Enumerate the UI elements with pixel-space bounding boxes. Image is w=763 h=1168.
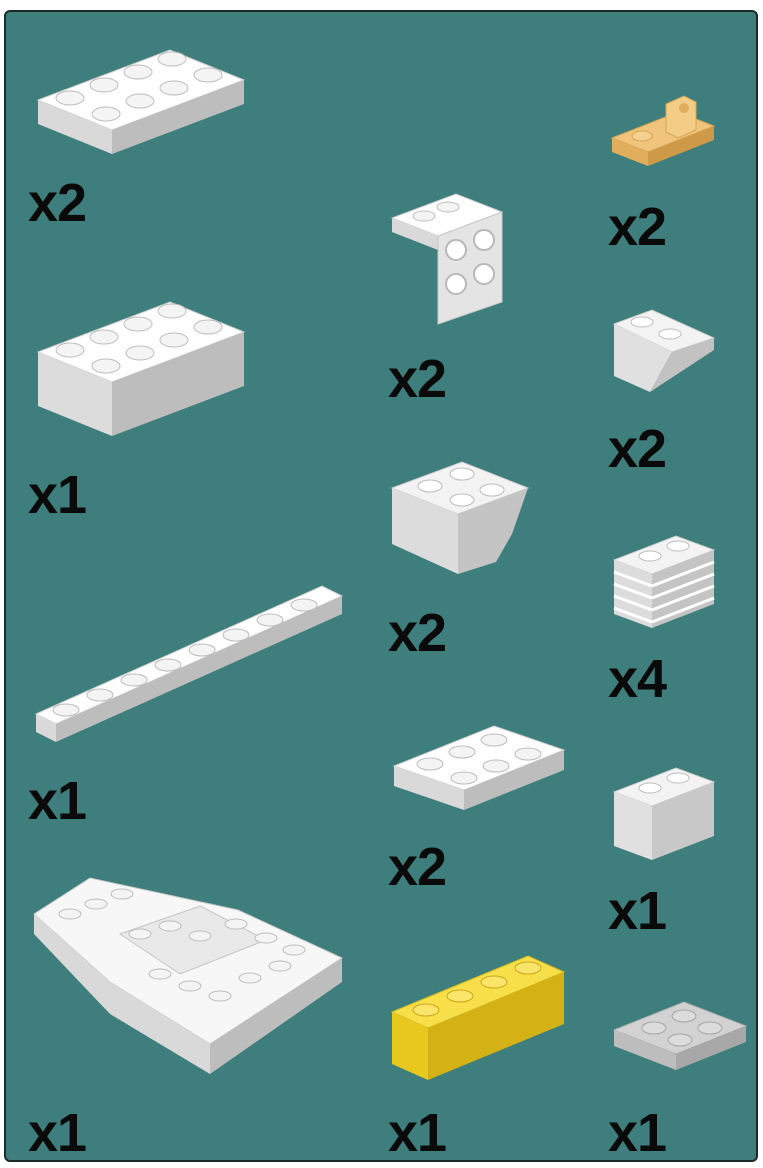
grille-brick-quantity: x4 — [608, 652, 666, 706]
brick-2x4-icon — [32, 284, 252, 444]
hinge-plate-quantity: x2 — [608, 200, 666, 254]
bracket-2x2-icon — [388, 188, 508, 328]
slope-1x2-quantity: x2 — [608, 422, 666, 476]
plate-2x2-icon — [610, 990, 750, 1080]
wedge-plate-icon — [30, 874, 350, 1084]
slope-1x2-icon — [610, 304, 720, 404]
brick-1x2-icon — [610, 756, 720, 866]
plate-1x8-quantity: x1 — [28, 774, 86, 828]
brick-2x4-quantity: x1 — [28, 468, 86, 522]
plate-2x2-quantity: x1 — [608, 1106, 666, 1160]
brick-1x2-quantity: x1 — [608, 884, 666, 938]
brick-1x4-icon — [388, 938, 568, 1088]
brick-1x4-quantity: x1 — [388, 1106, 446, 1160]
grille-brick-icon — [610, 524, 720, 634]
plate-2x4-icon — [32, 32, 252, 162]
inverted-slope-2x2-quantity: x2 — [388, 606, 446, 660]
plate-2x3-quantity: x2 — [388, 840, 446, 894]
bracket-2x2-quantity: x2 — [388, 352, 446, 406]
wedge-plate-quantity: x1 — [28, 1106, 86, 1160]
plate-1x8-icon — [32, 572, 352, 752]
plate-2x3-icon — [390, 710, 570, 820]
inverted-slope-2x2-icon — [388, 458, 538, 578]
hinge-plate-icon — [608, 86, 718, 176]
plate-2x4-quantity: x2 — [28, 176, 86, 230]
parts-list-panel: x2 x1 x1 — [4, 10, 758, 1162]
